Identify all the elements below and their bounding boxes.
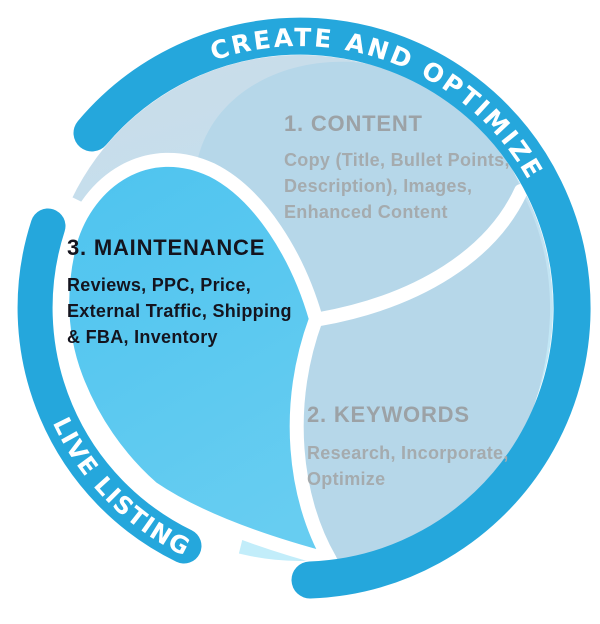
segment-maintenance-line: Reviews, PPC, Price, [67,275,251,295]
segment-content-line: Description), Images, [284,176,472,196]
segment-maintenance-shape [55,153,337,567]
segment-maintenance-line: & FBA, Inventory [67,327,218,347]
segment-content-text: 1. CONTENT Copy (Title, Bullet Points, D… [284,111,510,222]
segment-maintenance-title: 3. MAINTENANCE [67,235,265,260]
segment-maintenance-line: External Traffic, Shipping [67,301,292,321]
ring-band-live-listing [17,208,202,564]
segment-content-line: Enhanced Content [284,202,448,222]
segment-keywords-line: Research, Incorporate, [307,443,509,463]
segment-keywords-text: 2. KEYWORDS Research, Incorporate, Optim… [307,402,509,489]
segment-keywords-title: 2. KEYWORDS [307,402,470,427]
separator-content-keywords [313,184,528,326]
segment-content-line: Copy (Title, Bullet Points, [284,150,510,170]
segment-keywords-shape [303,192,551,560]
segment-maintenance-text: 3. MAINTENANCE Reviews, PPC, Price, Exte… [67,235,292,347]
ring-band-create-optimize [73,17,591,599]
segment-keywords-line: Optimize [307,469,385,489]
segment-content-title: 1. CONTENT [284,111,423,136]
